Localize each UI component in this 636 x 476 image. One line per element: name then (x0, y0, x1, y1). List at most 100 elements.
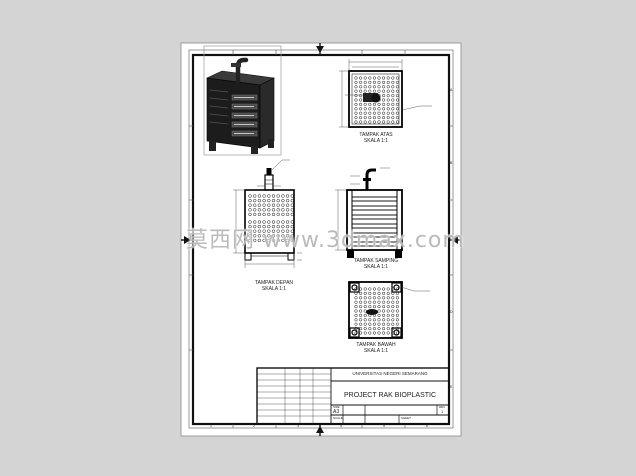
vent-hole (354, 322, 358, 326)
vent-hole (382, 85, 386, 89)
vent-hole (271, 198, 276, 203)
vent-hole (359, 85, 363, 89)
vent-hole (267, 220, 271, 224)
vent-hole (267, 198, 271, 203)
vent-hole (382, 80, 386, 84)
vent-hole (386, 318, 390, 322)
bottom-view (348, 281, 430, 339)
vent-hole (372, 322, 376, 326)
vent-hole (290, 220, 294, 224)
vent-hole (359, 89, 363, 93)
vent-hole (377, 291, 381, 295)
vent-hole (395, 322, 399, 326)
vent-hole (377, 327, 381, 331)
vent-hole (248, 198, 252, 203)
vent-hole (391, 116, 395, 120)
vent-hole (368, 331, 372, 335)
zone-letter-b: B (450, 161, 453, 165)
vent-hole (372, 102, 376, 106)
vent-hole (262, 234, 266, 238)
vent-hole (354, 318, 358, 322)
vent-hole (377, 313, 381, 317)
scale-label: SCALE (333, 416, 343, 420)
vent-hole (368, 305, 372, 309)
vent-hole (382, 94, 386, 98)
vent-hole (271, 234, 276, 238)
vent-hole (377, 89, 381, 93)
vent-hole (386, 107, 390, 111)
vent-hole (253, 229, 257, 233)
vent-hole (386, 309, 390, 313)
vent-hole (276, 198, 280, 203)
vent-hole (359, 98, 363, 102)
vent-hole (359, 107, 363, 111)
vent-hole (262, 229, 266, 233)
vent-hole (386, 116, 390, 120)
vent-hole (395, 305, 399, 309)
vent-hole (281, 224, 285, 229)
vent-hole (354, 94, 358, 98)
vent-hole (391, 309, 395, 313)
vent-hole (253, 238, 257, 243)
vent-hole (285, 220, 290, 224)
vent-hole (372, 80, 376, 84)
vent-hole (382, 287, 386, 291)
vent-hole (372, 120, 376, 124)
vent-hole (391, 107, 395, 111)
zone-letter-a: A (450, 88, 453, 92)
vent-hole (363, 296, 367, 300)
vent-hole (372, 111, 376, 115)
vent-hole (377, 116, 381, 120)
vent-hole (257, 212, 262, 217)
zone-number-3: 3 (297, 424, 299, 428)
side-view-scale: SKALA 1:1 (363, 264, 389, 270)
front-view-name: TAMPAK DEPAN (254, 280, 294, 286)
vent-hole (271, 238, 276, 243)
vent-hole (285, 238, 290, 243)
vent-hole (257, 238, 262, 243)
vent-hole (257, 220, 262, 224)
vent-hole (271, 212, 276, 217)
vent-hole (363, 76, 367, 80)
vent-hole (391, 98, 395, 102)
vent-hole (382, 322, 386, 326)
vent-hole (386, 331, 390, 335)
vent-hole (285, 194, 290, 198)
zone-number-4: 4 (340, 424, 342, 428)
vent-hole (391, 296, 395, 300)
zone-number-6: 6 (426, 424, 428, 428)
size-value: A3 (333, 409, 340, 415)
vent-hole (359, 76, 363, 80)
vent-hole (359, 313, 363, 317)
bottom-view-scale: SKALA 1:1 (363, 348, 389, 354)
vent-hole (372, 318, 376, 322)
vent-hole (395, 300, 399, 304)
vent-hole (285, 234, 290, 238)
vent-hole (386, 85, 390, 89)
vent-hole (372, 296, 376, 300)
vent-hole (377, 300, 381, 304)
vent-hole (276, 220, 280, 224)
vent-hole (359, 94, 363, 98)
isometric-view (203, 45, 282, 156)
vent-hole (354, 313, 358, 317)
vent-hole (386, 120, 390, 124)
vent-hole (368, 327, 372, 331)
vent-hole (354, 89, 358, 93)
centering-marks (181, 43, 461, 436)
vent-hole (267, 203, 271, 207)
vent-hole (262, 194, 266, 198)
vent-hole (281, 212, 285, 217)
vent-hole (253, 212, 257, 217)
vent-hole (395, 116, 399, 120)
vent-hole (271, 203, 276, 207)
vent-hole (253, 224, 257, 229)
vent-hole (253, 234, 257, 238)
vent-hole (368, 89, 372, 93)
vent-hole (276, 203, 280, 207)
vent-hole (382, 89, 386, 93)
zone-number-1: 1 (210, 424, 212, 428)
vent-hole (382, 76, 386, 80)
vent-hole (368, 287, 372, 291)
